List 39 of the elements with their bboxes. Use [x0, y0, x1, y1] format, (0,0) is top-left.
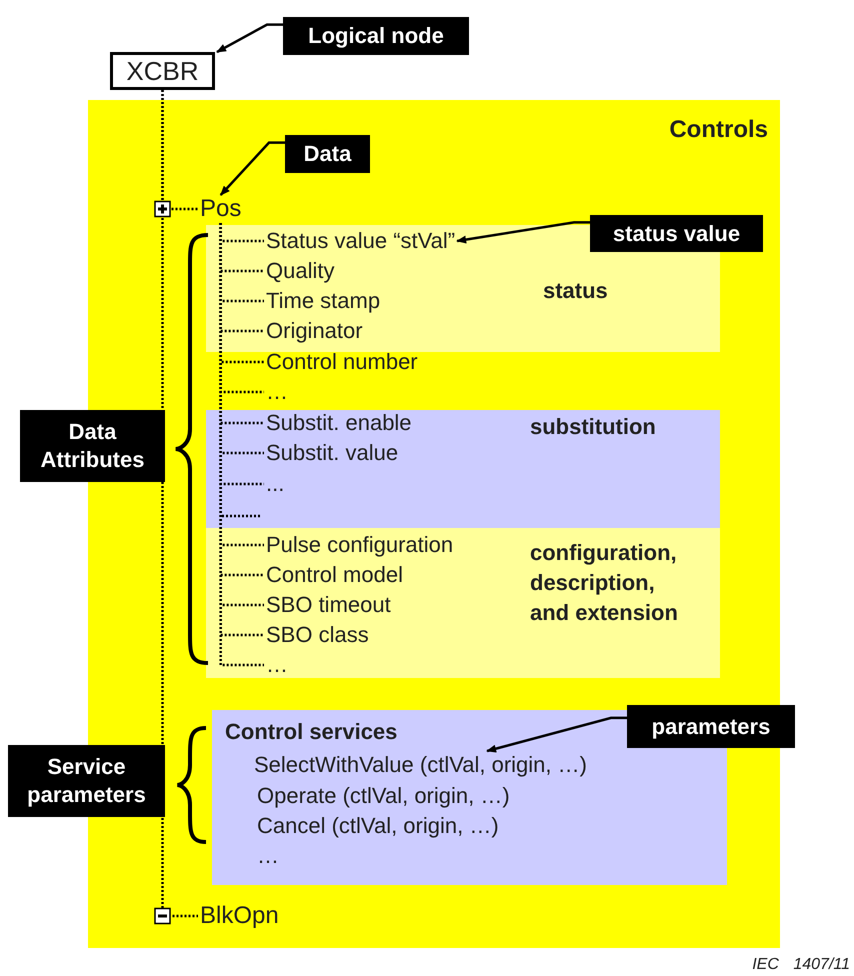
attribute-label: Operate (ctlVal, origin, …) [257, 782, 510, 810]
data-object-label: Pos [200, 195, 242, 223]
attribute-label: Pulse configuration [266, 531, 454, 559]
attribute-label: Cancel (ctlVal, origin, …) [257, 812, 499, 840]
attribute-label: Substit. enable [266, 409, 412, 437]
band-label: substitution [530, 413, 656, 441]
attribute-label: … [266, 378, 288, 406]
data-object-label: BlkOpn [200, 902, 279, 930]
attribute-label: ... [266, 470, 284, 498]
callout-label: Logical node [283, 17, 469, 55]
callout-label: Data [285, 135, 370, 173]
panel-title: Controls [669, 116, 768, 144]
leader-arrow [486, 716, 627, 753]
attribute-label: Quality [266, 257, 334, 285]
group-band [206, 410, 720, 528]
attribute-label: Time stamp [266, 287, 380, 315]
group-band [206, 528, 720, 678]
leader-arrow [456, 221, 590, 244]
logical-node-box: XCBR [110, 52, 215, 90]
box-title: Control services [225, 718, 398, 746]
attribute-label: SBO timeout [266, 591, 391, 619]
attribute-label: … [266, 651, 288, 679]
attribute-label: Control model [266, 561, 403, 589]
attribute-label: SelectWithValue (ctlVal, origin, …) [254, 751, 587, 779]
band-label: configuration, description, and extension [530, 539, 679, 627]
callout-label: parameters [627, 705, 795, 748]
leader-arrow [216, 23, 283, 54]
attribute-label: Control number [266, 348, 418, 376]
figure-reference: IEC 1407/11 [752, 956, 850, 974]
attribute-label: Originator [266, 317, 363, 345]
callout-label: Service parameters [8, 745, 165, 817]
attribute-label: SBO class [266, 621, 369, 649]
callout-label: status value [590, 215, 763, 252]
attribute-label: Status value “stVal” [266, 227, 456, 255]
attribute-label: … [257, 842, 279, 870]
band-label: status [543, 277, 608, 305]
leader-arrow [220, 141, 285, 196]
attribute-label: Substit. value [266, 439, 398, 467]
callout-label: Data Attributes [20, 410, 165, 482]
